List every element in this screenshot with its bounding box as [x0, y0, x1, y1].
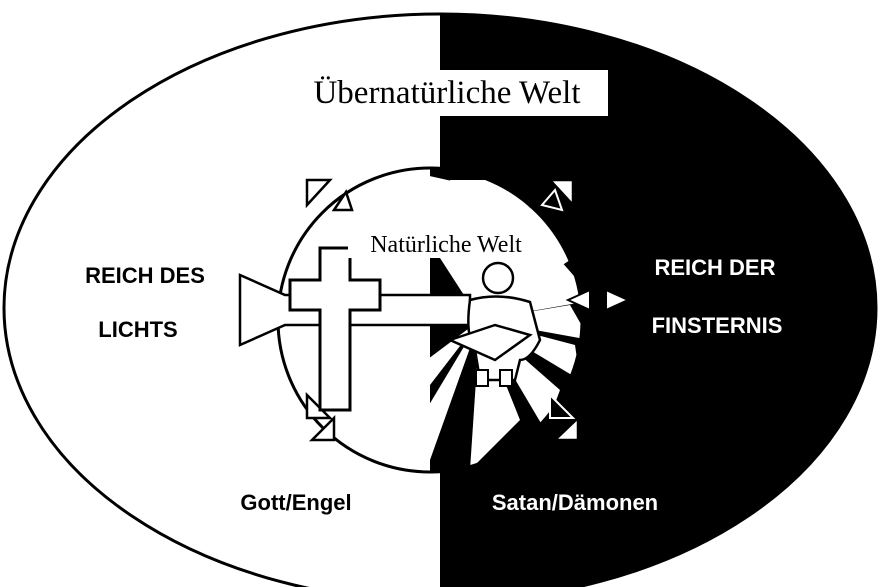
light-kingdom-line2: LICHTS — [98, 317, 177, 342]
light-beings: Gott/Engel — [240, 490, 351, 515]
light-kingdom-line1: REICH DES — [85, 263, 205, 288]
dark-kingdom-line2: FINSTERNIS — [652, 313, 783, 338]
dark-beings: Satan/Dämonen — [492, 490, 658, 515]
inner-title: Natürliche Welt — [370, 232, 522, 258]
page-title: Übernatürliche Welt — [313, 75, 580, 111]
dark-kingdom-line1: REICH DER — [654, 255, 775, 280]
